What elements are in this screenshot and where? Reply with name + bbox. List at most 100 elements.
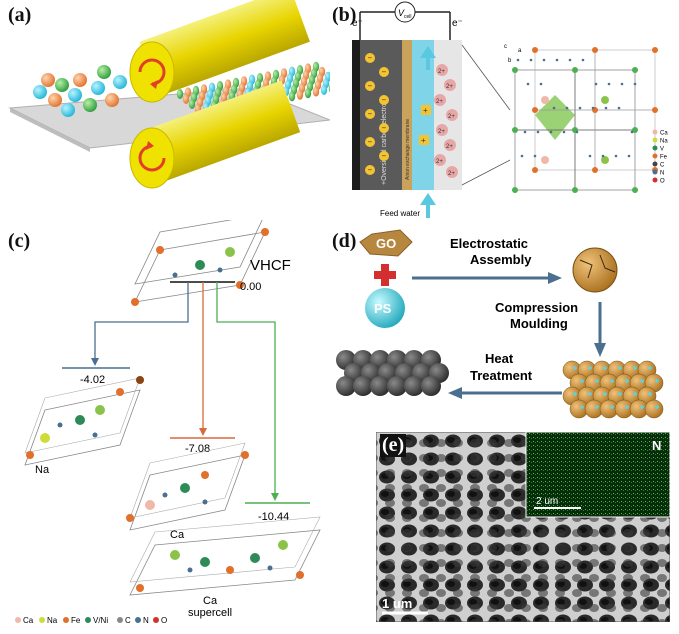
level-supercell-value: -10.44 (258, 511, 289, 523)
legend-item-label: C (660, 163, 665, 169)
panel-b: (b) V cell e⁻ e⁻ +Oversized carbon elect… (330, 0, 679, 220)
packed-coated-spheres (562, 360, 664, 419)
ca-supercell-structure (129, 516, 321, 596)
voltage-label: V (398, 8, 405, 18)
arrow-left-icon (448, 387, 462, 399)
supercell-label-text: supercell (188, 607, 232, 619)
axis-label-b: b (508, 58, 512, 64)
legend-item-label: O (660, 179, 665, 185)
feed-water-arrow-icon (420, 193, 436, 218)
fresh-water-arrow-icon (420, 46, 436, 70)
upper-roller (129, 0, 310, 103)
vhcf-structure (131, 213, 269, 306)
anion-exchange-membrane (402, 40, 412, 190)
go-flake (359, 229, 413, 257)
synthesis-schematic: GO PS Electrostatic Assembly Compression… (336, 229, 664, 419)
svg-text:2+: 2+ (438, 69, 445, 75)
legend-item-label: C (125, 616, 131, 625)
legend-item-label: O (161, 616, 167, 625)
svg-text:2+: 2+ (448, 171, 455, 177)
ps-sphere (365, 288, 405, 328)
legend-item-label: Ca (660, 131, 668, 137)
voltage-subscript: cell (404, 14, 412, 20)
rotation-arrow-icon (138, 58, 166, 86)
legend-item-label: Fe (71, 616, 81, 625)
panel-c: (c) VHCF 0.00 -4.02 -7.08 -10.44 (0, 213, 330, 629)
svg-text:−: − (382, 152, 387, 161)
svg-text:2+: 2+ (436, 99, 443, 105)
svg-text:+: + (423, 106, 428, 115)
panel-b-label: (b) (332, 4, 357, 26)
fresh-water-label: Fresh water (388, 25, 431, 34)
branch-supercell (216, 282, 276, 495)
svg-text:2+: 2+ (446, 84, 453, 90)
n-mapping-inset (525, 431, 671, 518)
lower-roller (129, 80, 301, 189)
panel-e: N 1 um 2 um 1 um (e) (375, 431, 671, 623)
panel-d-label: (d) (332, 230, 357, 252)
ps-label: PS (374, 301, 392, 316)
cation-markers: 2+ 2+ 2+ 2+ 2+ 2+ 2+ 2+ + + (419, 64, 458, 178)
roll-to-roll-illustration (8, 0, 344, 189)
svg-text:2+: 2+ (448, 114, 455, 120)
axis-label-a: a (518, 48, 522, 54)
step2-line2: Moulding (510, 316, 568, 331)
level-na-value: -4.02 (80, 374, 105, 386)
svg-text:+: + (421, 136, 426, 145)
vhcf-title: VHCF (250, 257, 291, 274)
svg-text:2+: 2+ (436, 159, 443, 165)
go-label: GO (376, 236, 396, 251)
energy-level-diagram: VHCF 0.00 -4.02 -7.08 -10.44 Na (15, 213, 321, 625)
anion-markers: −−−−−−−−− (365, 53, 389, 175)
legend-item-label: Fe (660, 155, 668, 161)
step3-line1: Heat (485, 351, 514, 366)
branch-na (94, 282, 189, 360)
ca-structure (126, 442, 249, 531)
svg-text:−: − (368, 166, 373, 175)
cdi-cell-schematic: V cell e⁻ e⁻ +Oversized carbon electrode… (352, 1, 668, 218)
feed-water-label: Feed water (380, 209, 420, 218)
svg-text:−: − (368, 82, 373, 91)
svg-text:−: − (382, 124, 387, 133)
voltmeter-icon (394, 1, 416, 23)
arrow-right-icon (548, 272, 562, 284)
membrane-label: Anion exchange membrane (405, 119, 411, 180)
inset-element-label: N (652, 438, 661, 453)
step1-line1: Electrostatic (450, 236, 528, 251)
svg-text:−: − (382, 96, 387, 105)
panel-a-label: (a) (8, 4, 32, 26)
rotation-arrow-icon (138, 144, 166, 172)
main-scale-label: 1 um (382, 596, 412, 611)
supercell-label-ca: Ca (203, 595, 218, 607)
level-ca-value: -7.08 (185, 443, 210, 455)
svg-text:−: − (368, 54, 373, 63)
svg-text:−: − (368, 138, 373, 147)
na-structure (24, 376, 144, 466)
electron-left-label: e⁻ (352, 18, 363, 29)
svg-text:2+: 2+ (438, 129, 445, 135)
legend-item-label: N (660, 171, 664, 177)
svg-text:−: − (368, 110, 373, 119)
svg-text:2+: 2+ (446, 144, 453, 150)
inset-scale-text: 2 um (536, 496, 558, 507)
electron-right-label: e⁻ (452, 18, 463, 29)
panel-d: (d) GO PS Electrostatic Assembly Compres… (330, 220, 679, 430)
coated-sphere (572, 247, 618, 293)
crystal-lattice (512, 47, 658, 193)
level-0-value: 0.00 (240, 281, 261, 293)
panel-e-label: (e) (380, 434, 407, 457)
legend-item-label: V (660, 147, 664, 153)
loose-particles (33, 65, 127, 117)
step1-line2: Assembly (470, 252, 532, 267)
electrode-label: +Oversized carbon electrode (381, 95, 388, 185)
ca-label: Ca (170, 529, 185, 541)
step2-line1: Compression (495, 300, 578, 315)
panel-c-label: (c) (8, 230, 31, 252)
arrow-down-icon (594, 343, 606, 357)
svg-text:−: − (382, 68, 387, 77)
legend-item-label: N (143, 616, 149, 625)
octahedron-shape (535, 95, 575, 140)
panel-a: (a) (0, 0, 344, 195)
